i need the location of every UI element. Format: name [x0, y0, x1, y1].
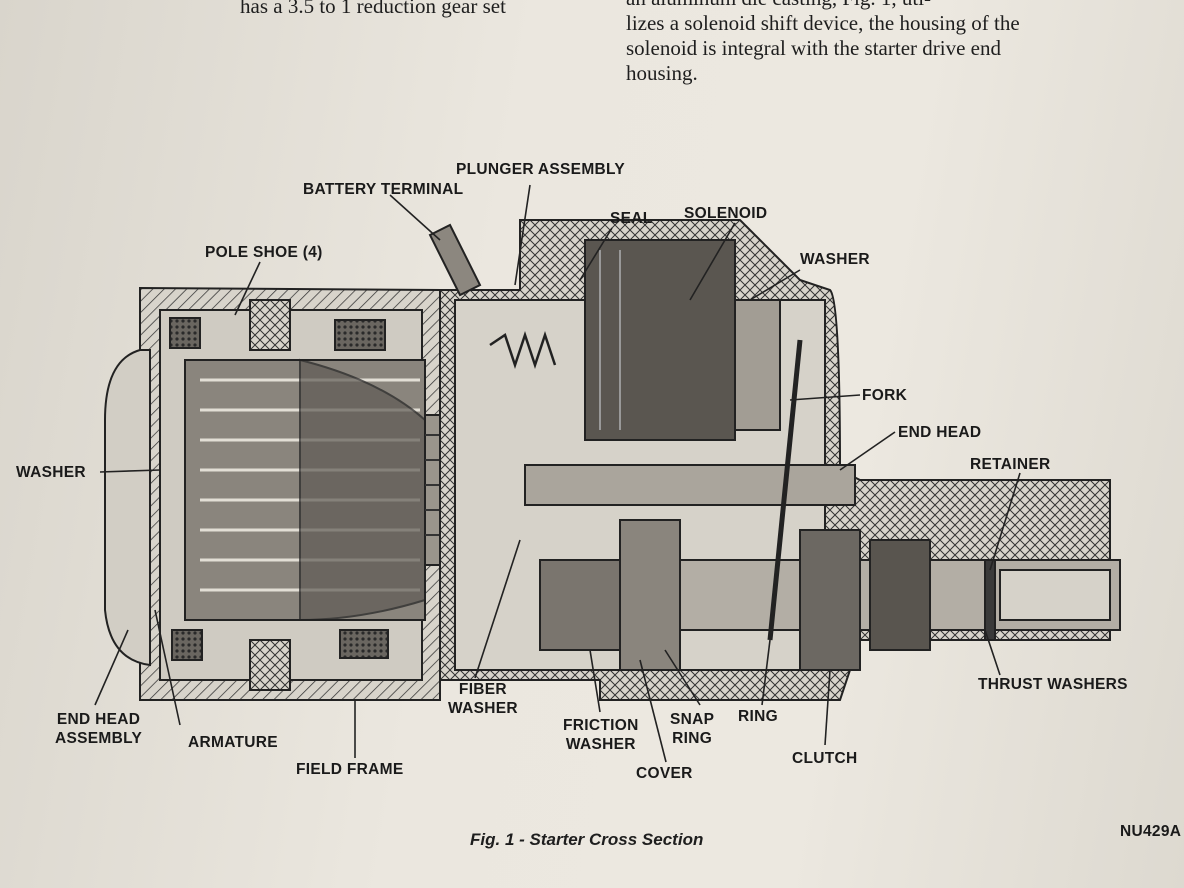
label-fork: FORK	[862, 387, 908, 404]
label-battery-terminal: BATTERY TERMINAL	[303, 181, 464, 198]
label-field-frame: FIELD FRAME	[296, 761, 404, 778]
label-washer-left: WASHER	[16, 464, 86, 481]
field-coil	[171, 629, 203, 661]
label-line: FIBER	[458, 681, 507, 698]
armature-shaft	[524, 464, 856, 506]
label-cover: COVER	[636, 765, 693, 782]
plunger-spring	[489, 331, 557, 369]
label-line: ASSEMBLY	[55, 730, 143, 747]
right-column-paragraph: an aluminum die casting, Fig. 1, uti- li…	[626, 0, 1158, 86]
label-snap-ring: SNAP RING	[670, 710, 714, 748]
drive-gear	[619, 519, 681, 671]
text-line: solenoid is integral with the starter dr…	[626, 36, 1001, 60]
label-armature: ARMATURE	[188, 734, 278, 751]
text-line: housing.	[626, 61, 698, 85]
label-end-head-assembly: END HEAD ASSEMBLY	[55, 710, 142, 748]
retainer	[984, 559, 996, 641]
figure-caption: Fig. 1 - Starter Cross Section	[470, 830, 704, 849]
label-fiber-washer: FIBER WASHER	[448, 680, 518, 718]
friction-washer	[539, 559, 621, 651]
field-coil	[334, 319, 386, 351]
label-pole-shoe: POLE SHOE (4)	[205, 244, 323, 261]
label-end-head: END HEAD	[898, 424, 982, 441]
pole-shoe	[249, 299, 291, 351]
label-washer-top: WASHER	[800, 251, 870, 268]
field-coil	[339, 629, 389, 659]
label-line: RING	[672, 730, 713, 747]
figure-code: NU429A	[1120, 823, 1182, 840]
battery-terminal	[428, 223, 482, 297]
label-line: FRICTION	[563, 717, 639, 734]
label-plunger-assembly: PLUNGER ASSEMBLY	[456, 161, 626, 178]
shift-fork	[767, 339, 803, 641]
end-head-assembly	[104, 349, 151, 667]
label-friction-washer: FRICTION WASHER	[563, 716, 639, 754]
label-seal: SEAL	[610, 210, 653, 227]
label-thrust-washers: THRUST WASHERS	[978, 676, 1128, 693]
pole-shoe	[249, 639, 291, 691]
label-ring: RING	[738, 708, 778, 725]
text-line: lizes a solenoid shift device, the housi…	[626, 11, 1020, 35]
label-line: END HEAD	[56, 711, 141, 728]
label-retainer: RETAINER	[970, 456, 1051, 473]
label-solenoid: SOLENOID	[684, 205, 768, 222]
label-clutch: CLUTCH	[792, 750, 858, 767]
label-line: WASHER	[565, 736, 636, 753]
left-column-fragment: has a 3.5 to 1 reduction gear set	[240, 0, 506, 18]
text-line: an aluminum die casting, Fig. 1, uti-	[626, 0, 1158, 11]
label-line: SNAP	[670, 711, 715, 728]
label-line: WASHER	[448, 700, 518, 717]
solenoid	[584, 239, 736, 441]
pinion	[869, 539, 931, 651]
clutch	[799, 529, 861, 671]
field-coil	[169, 317, 201, 349]
